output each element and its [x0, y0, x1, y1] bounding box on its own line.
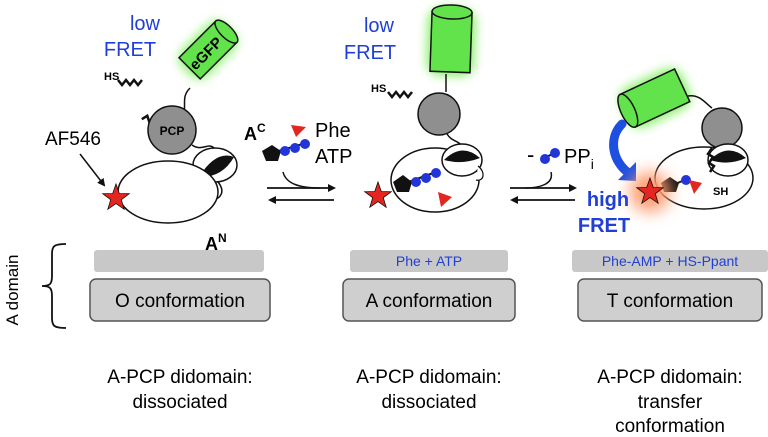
- state-2: low FRET HS: [344, 4, 484, 213]
- fret-label-line1: low: [130, 13, 161, 35]
- phe-triangle-icon: [291, 125, 306, 137]
- ac-label: AC: [244, 121, 266, 144]
- reagents-2: - PPi: [510, 142, 594, 204]
- conformation-label: T conformation: [607, 291, 733, 312]
- ppi-label: PPi: [564, 146, 594, 172]
- an-label: AN: [205, 231, 227, 254]
- a-domain-label: A domain: [3, 255, 22, 326]
- substrate-bar-label: Phe-AMP + HS-Ppant: [602, 253, 738, 269]
- fret-label-line2: FRET: [578, 215, 630, 237]
- af546-label: AF546: [45, 129, 101, 150]
- ac-domain: [441, 143, 484, 181]
- fluorophore-star-icon: [101, 182, 131, 211]
- pcp-domain: [701, 107, 743, 149]
- phe-label: Phe: [315, 120, 351, 142]
- caption-line: A-PCP didomain:: [597, 367, 742, 388]
- caption-line: dissociated: [381, 392, 476, 413]
- fret-label-line2: FRET: [104, 39, 156, 61]
- substrate-bars: Phe + ATP Phe-AMP + HS-Ppant: [94, 250, 768, 272]
- ppi-minus-label: -: [527, 142, 534, 167]
- energy-transfer-arrow: [609, 119, 635, 179]
- caption-line: transfer: [638, 392, 703, 413]
- state-1: low FRET eGFP HS PCP AC AN: [45, 13, 266, 254]
- substrate-bar: [94, 250, 264, 272]
- pcp-domain: [417, 92, 461, 136]
- fluorophore-star-icon: [635, 176, 665, 205]
- ac-domain: [707, 143, 749, 177]
- pcp-label: PCP: [160, 124, 185, 138]
- fret-label-line1: high: [587, 189, 629, 211]
- hs-label: HS: [371, 83, 386, 95]
- conformation-box: [89, 278, 271, 322]
- sh-label: SH: [713, 186, 728, 198]
- captions: A-PCP didomain: dissociated A-PCP didoma…: [107, 367, 742, 437]
- conformation-box: [342, 278, 516, 322]
- a-domain-bracket: [41, 243, 67, 329]
- conformation-boxes: O conformation A conformation T conforma…: [89, 278, 763, 322]
- reagents-1: Phe ATP: [262, 120, 352, 204]
- atp-label: ATP: [315, 146, 352, 168]
- caption-line: A-PCP didomain:: [356, 367, 501, 388]
- substrate-bar-label: Phe + ATP: [396, 253, 462, 269]
- caption-line: conformation: [615, 416, 725, 437]
- state-3: SH high FRET: [578, 68, 754, 237]
- substrate-bar: [350, 250, 508, 272]
- conformation-box: [577, 278, 763, 322]
- egfp-barrel: [426, 4, 476, 77]
- conformation-label: A conformation: [366, 291, 493, 312]
- atp-pentagon-icon: [262, 145, 281, 161]
- fret-label-line1: low: [364, 15, 395, 37]
- egfp-barrel: eGFP: [177, 19, 239, 81]
- pcp-domain: [147, 105, 197, 155]
- hs-label: HS: [104, 71, 119, 83]
- fret-label-line2: FRET: [344, 42, 396, 64]
- fluorophore-star-icon: [363, 180, 393, 209]
- caption-line: A-PCP didomain:: [107, 367, 252, 388]
- an-domain: [117, 160, 219, 224]
- caption-line: dissociated: [132, 392, 227, 413]
- substrate-bar: [572, 250, 768, 272]
- egfp-barrel: [617, 68, 691, 129]
- conformation-label: O conformation: [115, 291, 245, 312]
